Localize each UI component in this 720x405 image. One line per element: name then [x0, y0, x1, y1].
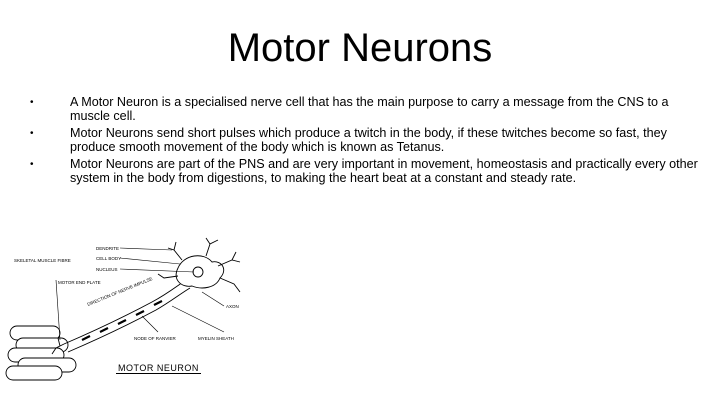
- bullet-item: • Motor Neurons are part of the PNS and …: [30, 158, 700, 185]
- cell-body: [175, 255, 225, 289]
- label-cell-body: CELL BODY: [96, 256, 121, 261]
- bullet-icon: •: [30, 159, 34, 171]
- bullet-item: • A Motor Neuron is a specialised nerve …: [30, 95, 700, 123]
- label-skeletal-muscle: SKELETAL MUSCLE FIBRE: [14, 258, 71, 263]
- bullet-icon: •: [30, 97, 34, 108]
- bullet-icon: •: [30, 128, 34, 140]
- label-nucleus: NUCLEUS: [96, 267, 118, 272]
- dendrites: [157, 237, 241, 293]
- muscle-fibres: [5, 325, 77, 381]
- leader-lines: [55, 247, 225, 341]
- bullet-list: • A Motor Neuron is a specialised nerve …: [30, 95, 700, 190]
- bullet-item: • Motor Neurons send short pulses which …: [30, 126, 700, 154]
- label-dendrite: DENDRITE: [96, 246, 119, 251]
- bullet-text: Motor Neurons send short pulses which pr…: [70, 126, 667, 154]
- axon-path: [63, 279, 191, 353]
- diagram-caption: MOTOR NEURON: [116, 363, 201, 374]
- label-axon: AXON: [226, 304, 239, 309]
- motor-neuron-illustration: DENDRITE CELL BODY NUCLEUS SKELETAL MUSC…: [5, 237, 241, 381]
- slide-title: Motor Neurons: [227, 26, 493, 70]
- motor-neuron-diagram: DENDRITE CELL BODY NUCLEUS SKELETAL MUSC…: [2, 236, 270, 388]
- label-myelin: MYELIN SHEATH: [198, 336, 234, 341]
- bullet-text: Motor Neurons are part of the PNS and ar…: [70, 157, 698, 185]
- label-motor-end-plate: MOTOR END PLATE: [58, 280, 101, 285]
- end-plate: [51, 337, 65, 355]
- bullet-text: A Motor Neuron is a specialised nerve ce…: [70, 95, 669, 123]
- label-node: NODE OF RANVIER: [134, 336, 177, 341]
